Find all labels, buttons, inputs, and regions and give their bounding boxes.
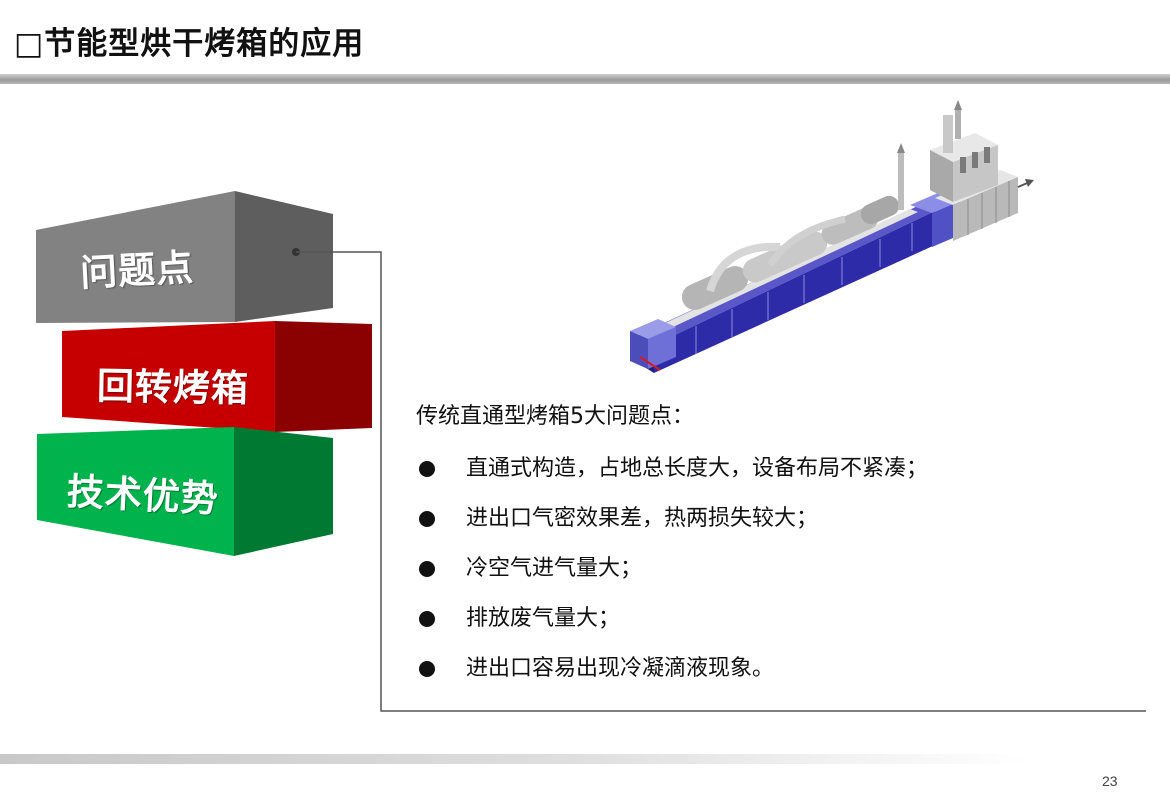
list-item-text: 冷空气进气量大； — [466, 556, 643, 581]
block-label-rotary: 回转烤箱 — [96, 364, 250, 411]
bullet-icon — [419, 461, 435, 477]
block-problem[interactable] — [36, 191, 333, 323]
block-label-problem: 问题点 — [79, 246, 196, 295]
bullet-icon — [419, 561, 435, 577]
title-underline-bar — [0, 74, 1170, 84]
bullet-icon — [419, 661, 435, 677]
list-item-text: 进出口容易出现冷凝滴液现象。 — [466, 656, 775, 681]
bullet-icon — [419, 511, 435, 527]
oven-illustration — [630, 100, 1034, 373]
list-item-text: 排放废气量大； — [466, 606, 621, 631]
bullet-icon — [419, 611, 435, 627]
problem-intro: 传统直通型烤箱5大问题点： — [416, 404, 694, 429]
list-item-text: 进出口气密效果差，热两损失较大； — [466, 506, 819, 531]
footer-bar — [0, 754, 1030, 764]
list-item-text: 直通式构造，占地总长度大，设备布局不紧凑； — [466, 456, 929, 481]
page-number: 23 — [1102, 773, 1118, 789]
block-label-tech: 技术优势 — [65, 470, 220, 521]
page-title: □节能型烘干烤箱的应用 — [14, 26, 365, 62]
block-rotary[interactable] — [62, 321, 372, 432]
block-tech[interactable] — [37, 427, 333, 556]
connector-line — [292, 248, 1146, 712]
